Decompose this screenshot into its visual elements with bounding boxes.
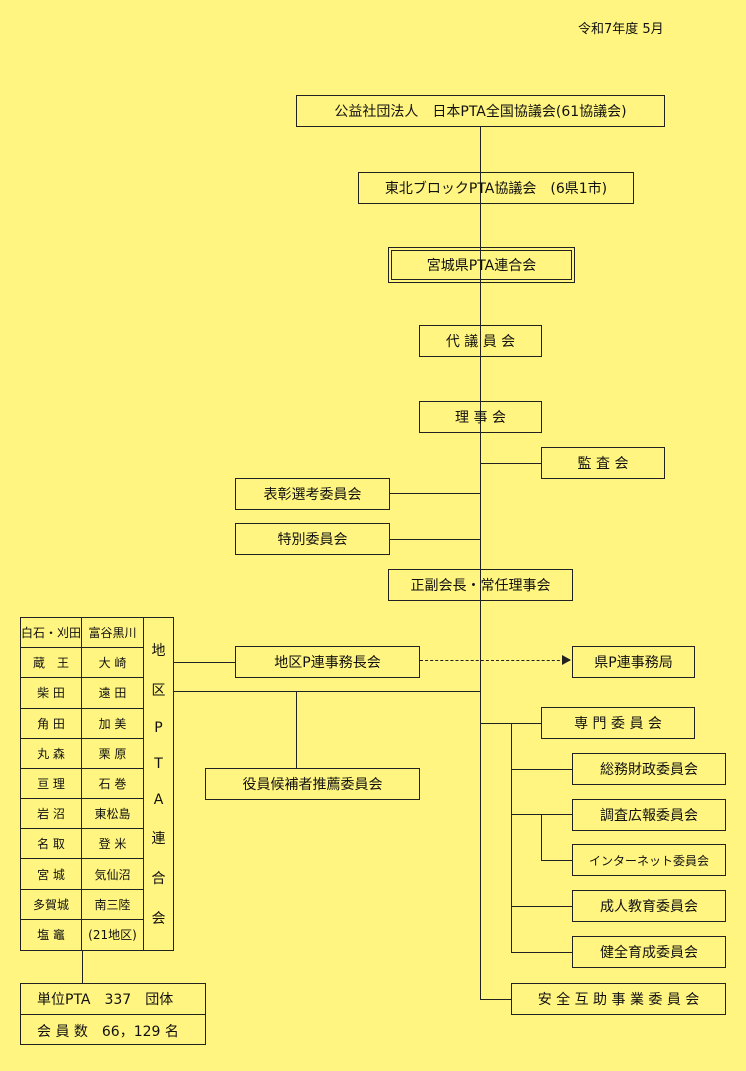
- district-cell: 気仙沼: [82, 859, 143, 890]
- district-cell: 富谷黒川: [82, 618, 143, 649]
- connector-line: [174, 691, 481, 692]
- district-cell: 柴 田: [21, 678, 82, 709]
- district-cell: 登 米: [82, 829, 143, 860]
- connector-line: [511, 769, 573, 770]
- node-national: 公益社団法人 日本PTA全国協議会(61協議会): [296, 95, 665, 127]
- connector-line: [511, 814, 573, 815]
- connector-line: [296, 691, 297, 769]
- node-internet: インターネット委員会: [572, 844, 726, 876]
- connector-line: [480, 600, 481, 1000]
- district-cell: 塩 竈: [21, 919, 82, 950]
- district-cell: 大 崎: [82, 648, 143, 679]
- label-char: A: [153, 792, 164, 808]
- connector-line: [480, 463, 542, 464]
- dashed-link: [420, 660, 570, 661]
- node-finance: 総務財政委員会: [572, 753, 726, 785]
- node-miyagi: 宮城県PTA連合会: [388, 247, 575, 283]
- node-pref-office: 県P連事務局: [572, 646, 695, 678]
- district-cell: 丸 森: [21, 738, 82, 769]
- label-char: 合: [151, 871, 166, 887]
- connector-line: [480, 127, 481, 647]
- district-cell: 東松島: [82, 799, 143, 830]
- district-cell: 加 美: [82, 709, 143, 739]
- district-cell: 栗 原: [82, 739, 143, 769]
- node-research: 調査広報委員会: [572, 799, 726, 831]
- node-board: 理 事 会: [419, 401, 542, 433]
- district-cell: 白石・刈田: [21, 618, 82, 649]
- node-nomination: 役員候補者推薦委員会: [205, 768, 420, 800]
- unit-count: 単位PTA 337 団体: [21, 984, 205, 1015]
- district-cell: 岩 沼: [21, 799, 82, 830]
- connector-line: [82, 951, 83, 983]
- connector-line: [541, 860, 573, 861]
- connector-line: [389, 493, 481, 494]
- district-cell: 宮 城: [21, 859, 82, 890]
- district-cell: 多賀城: [21, 889, 82, 920]
- district-cell: 名 取: [21, 829, 82, 860]
- node-executive: 正副会長・常任理事会: [388, 569, 573, 601]
- node-youth: 健全育成委員会: [572, 936, 726, 968]
- node-adult-edu: 成人教育委員会: [572, 890, 726, 922]
- connector-line: [541, 814, 542, 860]
- label-char: 連: [151, 831, 166, 847]
- node-delegates: 代 議 員 会: [419, 325, 542, 357]
- district-cell: 南三陸: [82, 890, 143, 920]
- connector-line: [511, 952, 573, 953]
- district-table: 白石・刈田 富谷黒川 蔵 王 大 崎 柴 田 遠 田 角 田 加 美 丸 森 栗…: [20, 617, 144, 951]
- label-char: P: [154, 720, 163, 736]
- node-mutual-aid: 安 全 互 助 事 業 委 員 会: [511, 983, 726, 1015]
- node-audit: 監 査 会: [541, 447, 665, 479]
- unit-pta-box: 単位PTA 337 団体 会 員 数 66，129 名: [20, 983, 206, 1045]
- connector-line: [389, 539, 481, 540]
- district-pta-label: 地 区 P T A 連 合 会: [144, 617, 174, 951]
- connector-line: [480, 999, 512, 1000]
- district-cell: 石 巻: [82, 769, 143, 800]
- node-expert: 専 門 委 員 会: [541, 707, 695, 739]
- district-cell: 遠 田: [82, 678, 143, 709]
- label-char: T: [154, 756, 163, 772]
- node-tohoku: 東北ブロックPTA協議会 (6県1市): [358, 172, 634, 204]
- node-award: 表彰選考委員会: [235, 478, 390, 510]
- district-cell: (21地区): [88, 928, 137, 943]
- date-label: 令和7年度 5月: [578, 22, 664, 37]
- district-cell: 蔵 王: [21, 648, 82, 679]
- arrow-icon: [562, 655, 571, 665]
- label-char: 区: [151, 683, 166, 699]
- label-char: 会: [151, 911, 166, 927]
- label-char: 地: [151, 643, 166, 659]
- node-special: 特別委員会: [235, 523, 390, 555]
- member-count: 会 員 数 66，129 名: [37, 1023, 179, 1040]
- district-cell: 亘 理: [21, 768, 82, 800]
- district-cell: 角 田: [21, 708, 82, 739]
- connector-line: [511, 723, 512, 952]
- connector-line: [511, 906, 573, 907]
- connector-line: [174, 662, 236, 663]
- node-district-chiefs: 地区P連事務長会: [235, 646, 420, 678]
